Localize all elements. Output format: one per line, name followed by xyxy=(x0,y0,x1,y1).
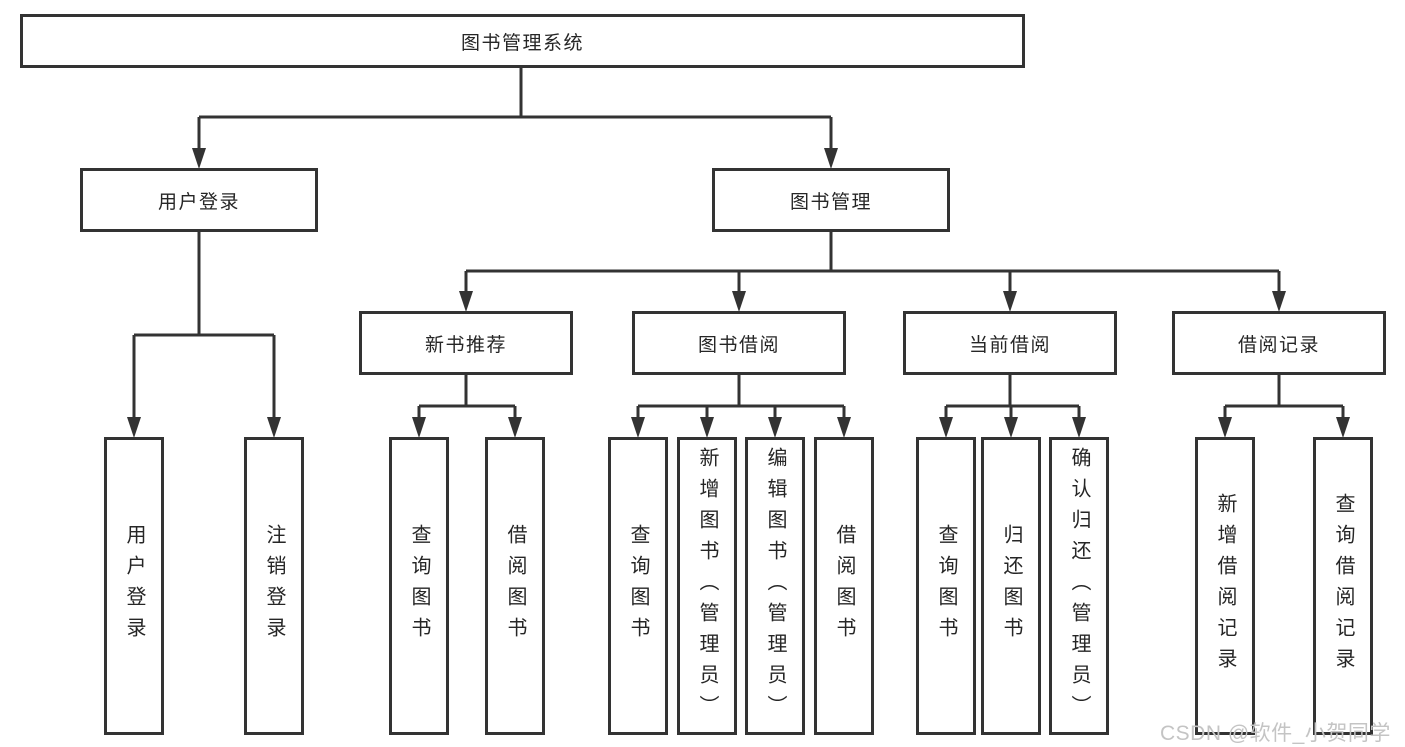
leaf-query-books-current: 查询图书 xyxy=(916,437,976,735)
leaf-borrow-books-label: 借阅图书 xyxy=(833,524,855,648)
node-new-book-recommend: 新书推荐 xyxy=(359,311,573,375)
connector-current-borrow-children xyxy=(939,375,1086,438)
node-current-borrow-label: 当前借阅 xyxy=(968,334,1051,356)
csdn-watermark: CSDN @软件_小贺同学 xyxy=(1160,722,1391,745)
leaf-query-books-recommend: 查询图书 xyxy=(389,437,449,735)
node-root-system-label: 图书管理系统 xyxy=(460,32,584,54)
connector-borrow-records-children xyxy=(1218,375,1350,438)
leaf-return-book-label: 归还图书 xyxy=(1000,524,1022,648)
connector-root-to-level2 xyxy=(192,68,838,169)
leaf-query-books-current-label: 查询图书 xyxy=(935,524,957,648)
leaf-query-books-borrow-label: 查询图书 xyxy=(627,524,649,648)
leaf-user-login: 用户登录 xyxy=(104,437,164,735)
leaf-add-book-admin-label: 新增图书（管理员） xyxy=(696,446,718,726)
leaf-add-book-admin: 新增图书（管理员） xyxy=(677,437,737,735)
leaf-query-books-borrow: 查询图书 xyxy=(608,437,668,735)
leaf-borrow-books-recommend-label: 借阅图书 xyxy=(504,524,526,648)
leaf-query-books-recommend-label: 查询图书 xyxy=(408,524,430,648)
leaf-borrow-books: 借阅图书 xyxy=(814,437,874,735)
node-borrow-records: 借阅记录 xyxy=(1172,311,1386,375)
leaf-query-borrow-record-label: 查询借阅记录 xyxy=(1332,493,1354,679)
leaf-confirm-return-admin: 确认归还（管理员） xyxy=(1049,437,1109,735)
node-borrow-records-label: 借阅记录 xyxy=(1237,334,1320,356)
node-user-login: 用户登录 xyxy=(80,168,318,232)
node-new-book-recommend-label: 新书推荐 xyxy=(424,334,507,356)
leaf-borrow-books-recommend: 借阅图书 xyxy=(485,437,545,735)
connector-book-mgmt-children xyxy=(459,232,1286,312)
connector-user-login-children xyxy=(127,232,281,438)
connector-new-book-children xyxy=(412,375,522,438)
node-root-system: 图书管理系统 xyxy=(20,14,1025,68)
leaf-query-borrow-record: 查询借阅记录 xyxy=(1313,437,1373,735)
leaf-add-borrow-record-label: 新增借阅记录 xyxy=(1214,493,1236,679)
node-current-borrow: 当前借阅 xyxy=(903,311,1117,375)
node-book-mgmt: 图书管理 xyxy=(712,168,950,232)
leaf-logout-label: 注销登录 xyxy=(263,524,285,648)
leaf-return-book: 归还图书 xyxy=(981,437,1041,735)
node-user-login-label: 用户登录 xyxy=(157,191,240,213)
leaf-edit-book-admin: 编辑图书（管理员） xyxy=(745,437,805,735)
leaf-edit-book-admin-label: 编辑图书（管理员） xyxy=(764,446,786,726)
node-book-borrow-label: 图书借阅 xyxy=(697,334,780,356)
leaf-confirm-return-admin-label: 确认归还（管理员） xyxy=(1068,446,1090,726)
leaf-add-borrow-record: 新增借阅记录 xyxy=(1195,437,1255,735)
node-book-borrow: 图书借阅 xyxy=(632,311,846,375)
leaf-user-login-label: 用户登录 xyxy=(123,524,145,648)
node-book-mgmt-label: 图书管理 xyxy=(789,191,872,213)
connector-book-borrow-children xyxy=(631,375,851,438)
leaf-logout: 注销登录 xyxy=(244,437,304,735)
